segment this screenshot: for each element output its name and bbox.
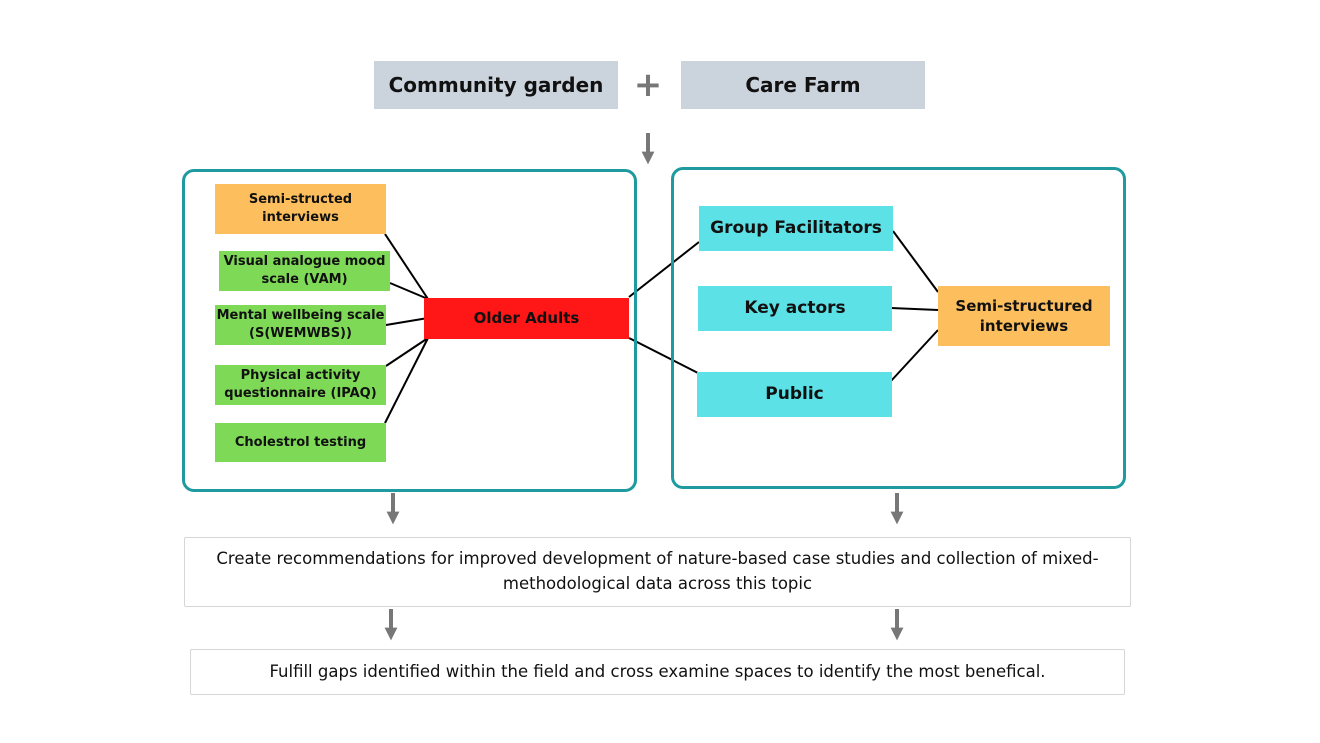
semi-structured-interviews-method: Semi-structed interviews — [215, 184, 386, 234]
community-garden-box: Community garden — [374, 61, 618, 109]
older-adults-panel — [182, 169, 637, 492]
connector-line — [385, 337, 429, 367]
connector-line — [385, 317, 429, 326]
connector-line — [628, 241, 700, 298]
older-adults-node: Older Adults — [424, 298, 629, 339]
stakeholders-panel — [671, 167, 1126, 489]
connector-line — [628, 337, 699, 374]
stakeholder-interviews-method: Semi-structured interviews — [938, 286, 1110, 346]
connector-line — [384, 337, 429, 424]
final-goal-box: Fulfill gaps identified within the field… — [190, 649, 1125, 695]
connector-line — [890, 329, 939, 382]
group-facilitators-node: Group Facilitators — [699, 206, 893, 251]
connector-line — [384, 233, 429, 300]
connector-line — [389, 282, 429, 300]
vam-method: Visual analogue mood scale (VAM) — [219, 251, 390, 291]
connector-line — [890, 307, 939, 311]
cholesterol-testing-method: Cholestrol testing — [215, 423, 386, 462]
care-farm-box: Care Farm — [681, 61, 925, 109]
ipaq-method: Physical activity questionnaire (IPAQ) — [215, 365, 386, 405]
plus-icon: + — [633, 65, 663, 105]
connector-line — [892, 230, 939, 293]
wemwbs-method: Mental wellbeing scale (S(WEMWBS)) — [215, 305, 386, 345]
public-node: Public — [697, 372, 892, 417]
key-actors-node: Key actors — [698, 286, 892, 331]
recommendations-box: Create recommendations for improved deve… — [184, 537, 1131, 607]
